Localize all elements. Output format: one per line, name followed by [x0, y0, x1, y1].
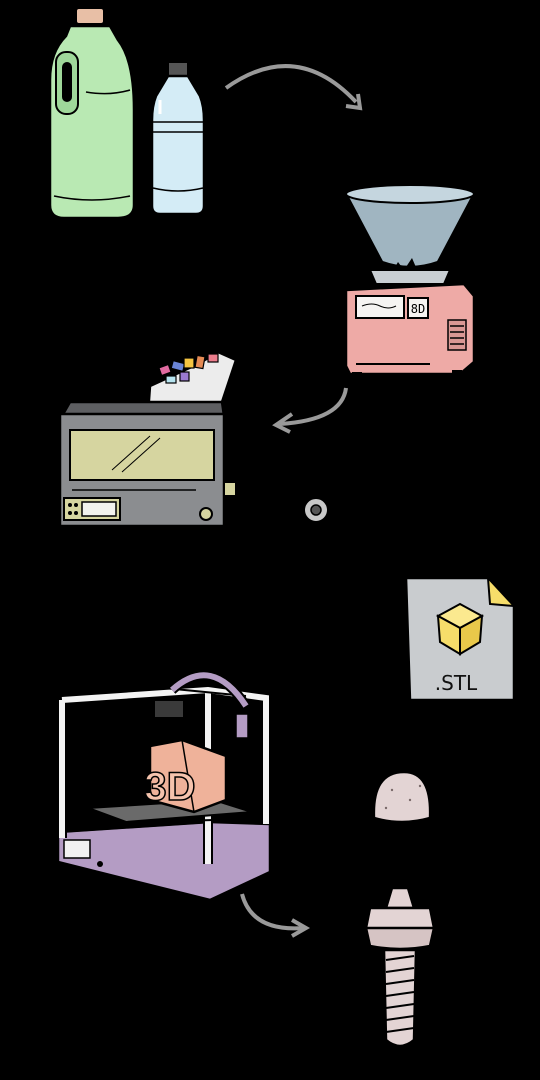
- grinder-vent: [447, 319, 467, 351]
- filament-spool-icon: [303, 497, 329, 523]
- dental-implant-icon: [364, 886, 436, 1048]
- stl-file-label: .STL: [435, 671, 478, 695]
- stl-file-icon: .STL: [404, 575, 517, 702]
- printed-object: 3D: [144, 738, 228, 814]
- grinder-machine-icon: 8D: [344, 184, 476, 378]
- water-bottle-icon: [150, 61, 206, 216]
- arrow-to-grinder-icon: [224, 64, 363, 111]
- implant-cap-icon: [372, 770, 432, 824]
- 3d-printer-icon: 3D: [56, 670, 272, 902]
- printed-object-label: 3D: [144, 765, 195, 809]
- cube-icon: [435, 602, 485, 656]
- arrow-to-extruder-icon: [272, 387, 348, 434]
- plastic-pieces: [158, 353, 219, 384]
- grinder-display-label: 8D: [411, 302, 425, 316]
- detergent-bottle-icon: [48, 7, 136, 220]
- extruder-machine-icon: [58, 350, 238, 532]
- arrow-to-implant-icon: [240, 893, 311, 938]
